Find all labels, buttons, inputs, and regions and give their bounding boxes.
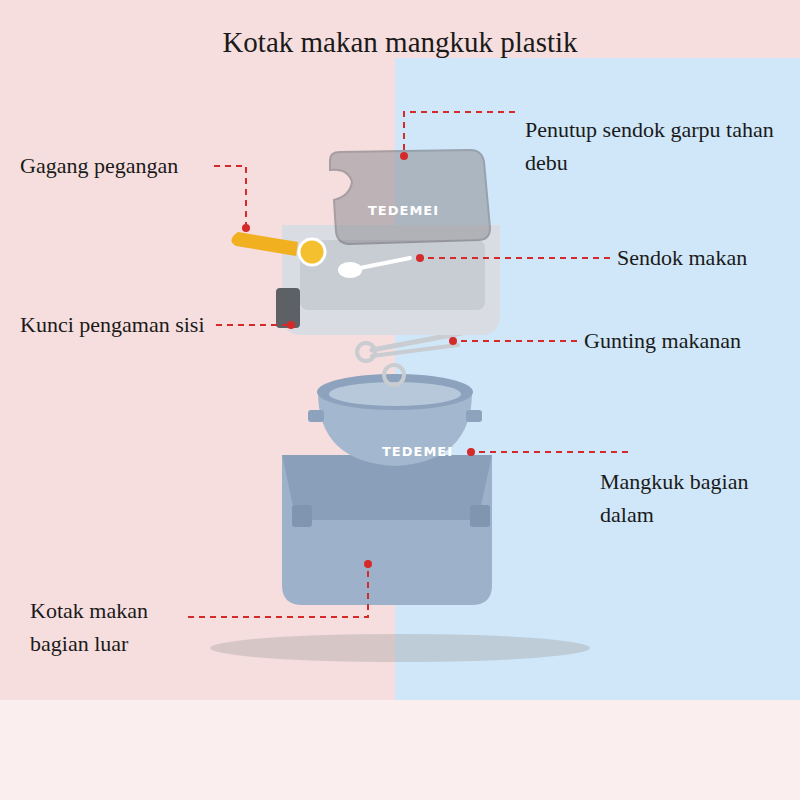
part-label: Sendok makan	[617, 241, 792, 274]
part-label: Gagang pegangan	[20, 149, 220, 182]
part-label: Gunting makanan	[584, 324, 794, 357]
box-latch-slot	[470, 505, 490, 527]
bowl-handle	[308, 410, 324, 422]
part-label: Kotak makan bagian luar	[30, 594, 182, 660]
leader-dot	[449, 337, 457, 345]
part-label: Mangkuk bagian dalam	[600, 465, 790, 531]
bottom-strip	[0, 700, 800, 800]
box-latch-slot	[292, 505, 312, 527]
leader-line	[214, 166, 246, 226]
leader-dot	[242, 224, 250, 232]
bowl-handle	[466, 410, 482, 422]
leader-dot	[287, 321, 295, 329]
part-label: Kunci pengaman sisi	[20, 308, 212, 341]
spoon-head	[338, 262, 362, 278]
leader-line	[454, 340, 577, 342]
handle-button	[299, 239, 325, 265]
leader-line	[188, 565, 368, 617]
leader-line	[216, 324, 290, 326]
leader-dot	[416, 254, 424, 262]
title: Kotak makan mangkuk plastik	[0, 24, 800, 60]
leader-line	[404, 112, 515, 155]
bowl-rim	[317, 374, 473, 410]
side-latch	[276, 288, 300, 328]
scissors-blade	[372, 345, 458, 356]
dust-cover	[330, 150, 490, 244]
scissors-ring	[357, 343, 375, 361]
lid-tray	[300, 240, 485, 310]
leader-dot	[364, 560, 372, 568]
leader-dot	[467, 448, 475, 456]
leader-line	[421, 257, 610, 259]
handle-strap	[231, 232, 298, 256]
leader-line	[472, 451, 628, 453]
spoon-handle	[360, 258, 410, 268]
scissors-ring	[384, 365, 404, 385]
part-label: Penutup sendok garpu tahan debu	[525, 113, 787, 179]
brand-print: TEDEMEI	[368, 203, 458, 219]
brand-print: TEDEMEI	[382, 444, 472, 460]
outer-box	[282, 455, 492, 605]
shadow	[210, 634, 590, 662]
leader-dot	[400, 152, 408, 160]
